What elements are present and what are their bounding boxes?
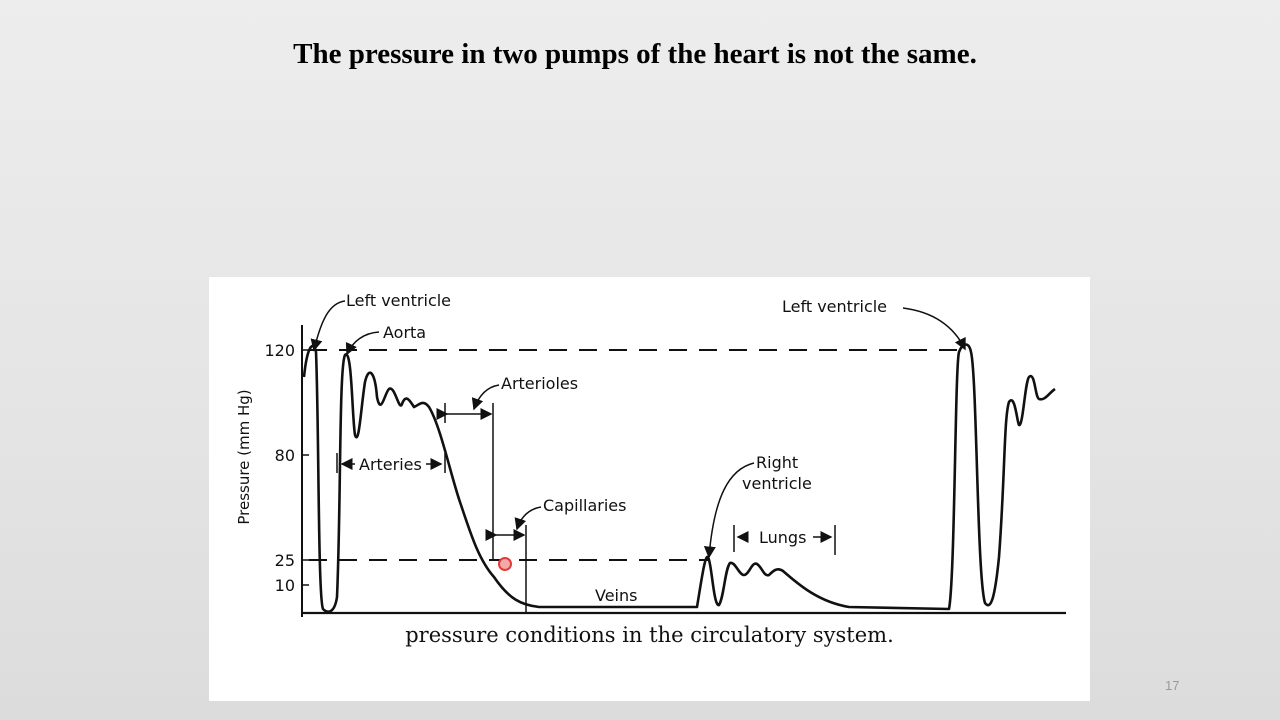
y-tick-10: 10	[275, 576, 295, 595]
label-veins: Veins	[595, 586, 637, 605]
label-arteries: Arteries	[359, 455, 422, 474]
slide-title: The pressure in two pumps of the heart i…	[293, 38, 977, 70]
y-tick-120: 120	[264, 341, 295, 360]
label-right-ventricle-line1: Right	[756, 453, 798, 472]
label-left-ventricle-1: Left ventricle	[346, 291, 451, 310]
arrow-left-ventricle-1	[310, 300, 346, 352]
arrow-aorta	[345, 331, 380, 356]
pointer-dot	[498, 557, 512, 571]
pressure-curve	[302, 343, 1056, 613]
y-tick-25: 25	[275, 551, 295, 570]
label-left-ventricle-2: Left ventricle	[782, 297, 887, 316]
label-capillaries: Capillaries	[543, 496, 626, 515]
pressure-diagram: 120 80 25 10 Pressure (mm Hg) Left ventr…	[209, 277, 1090, 701]
arrow-arterioles	[471, 384, 500, 411]
page-number: 17	[1165, 678, 1180, 693]
pressure-diagram-svg: 120 80 25 10 Pressure (mm Hg) Left ventr…	[235, 291, 1066, 617]
y-tick-80: 80	[275, 446, 295, 465]
y-axis-label: Pressure (mm Hg)	[235, 389, 253, 524]
label-aorta: Aorta	[383, 323, 426, 342]
arrow-left-ventricle-2	[902, 307, 966, 351]
label-lungs: Lungs	[759, 528, 806, 547]
arrow-right-ventricle	[703, 462, 755, 559]
arrow-capillaries	[514, 506, 542, 531]
figure-caption: pressure conditions in the circulatory s…	[405, 623, 894, 647]
label-right-ventricle-line2: ventricle	[742, 474, 812, 493]
label-arterioles: Arterioles	[501, 374, 578, 393]
